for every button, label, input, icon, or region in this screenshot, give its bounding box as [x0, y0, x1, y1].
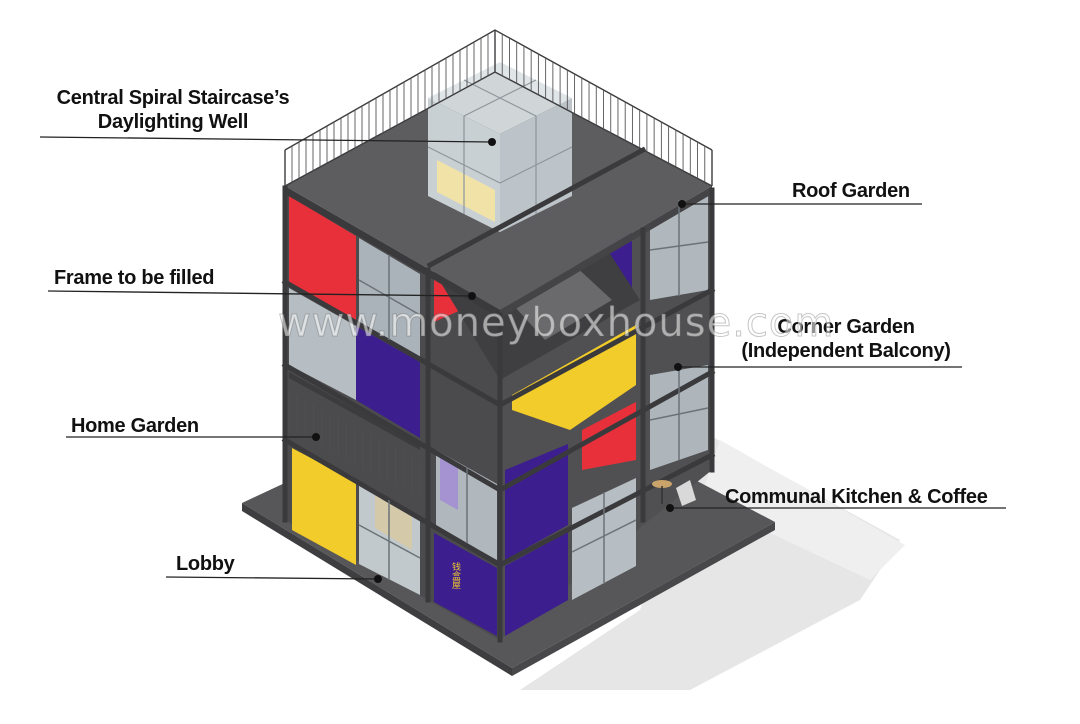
ground-shadow-edge	[700, 440, 905, 580]
structural-frame	[281, 146, 716, 643]
panel-red-top-left	[289, 196, 356, 320]
roof-edge-left	[285, 186, 500, 318]
callout-dots	[312, 138, 686, 583]
label-roof-garden: Roof Garden	[792, 180, 910, 202]
watermark: www.moneyboxhouse.com	[277, 300, 835, 346]
callout-lines	[39, 136, 1006, 580]
base-platform-side	[512, 522, 775, 676]
label-corner-garden-line2: (Independent Balcony)	[741, 340, 951, 362]
panel-purple-right-low1	[505, 444, 568, 560]
base-platform-front	[242, 503, 512, 676]
home-garden-railing	[288, 392, 421, 498]
window-mullions	[358, 200, 709, 584]
door-sign: 钱盒屋	[450, 561, 461, 590]
label-home-garden: Home Garden	[71, 415, 199, 437]
roof-edge-right	[500, 186, 712, 318]
panel-yellow-right	[512, 325, 636, 430]
label-lobby: Lobby	[176, 553, 235, 575]
home-garden-void	[289, 372, 420, 450]
label-frame-to-be-filled: Frame to be filled	[54, 267, 215, 289]
panel-purple-door	[434, 533, 497, 636]
panel-lilac-floor2	[440, 454, 458, 510]
skylight-mullions	[427, 79, 573, 214]
label-daylighting-well: Central Spiral Staircase’s Daylighting W…	[48, 86, 298, 134]
panel-yellow-lobby	[292, 448, 356, 565]
glass-floor3-left	[289, 288, 356, 400]
panel-purple-right-low2	[505, 532, 568, 636]
label-daylighting-well-line2: Daylighting Well	[97, 111, 249, 133]
panel-purple-floor3	[356, 326, 420, 438]
kitchen-furniture	[652, 480, 696, 506]
label-corner-garden-line1: Corner Garden	[777, 316, 915, 338]
label-communal-kitchen: Communal Kitchen & Coffee	[725, 486, 988, 508]
curtain-lobby	[375, 494, 412, 550]
label-daylighting-well-line1: Central Spiral Staircase’s	[56, 87, 290, 109]
label-corner-garden: Corner Garden (Independent Balcony)	[730, 315, 962, 363]
roof-railing-bars	[291, 34, 706, 183]
skylight-yellow	[437, 160, 495, 222]
